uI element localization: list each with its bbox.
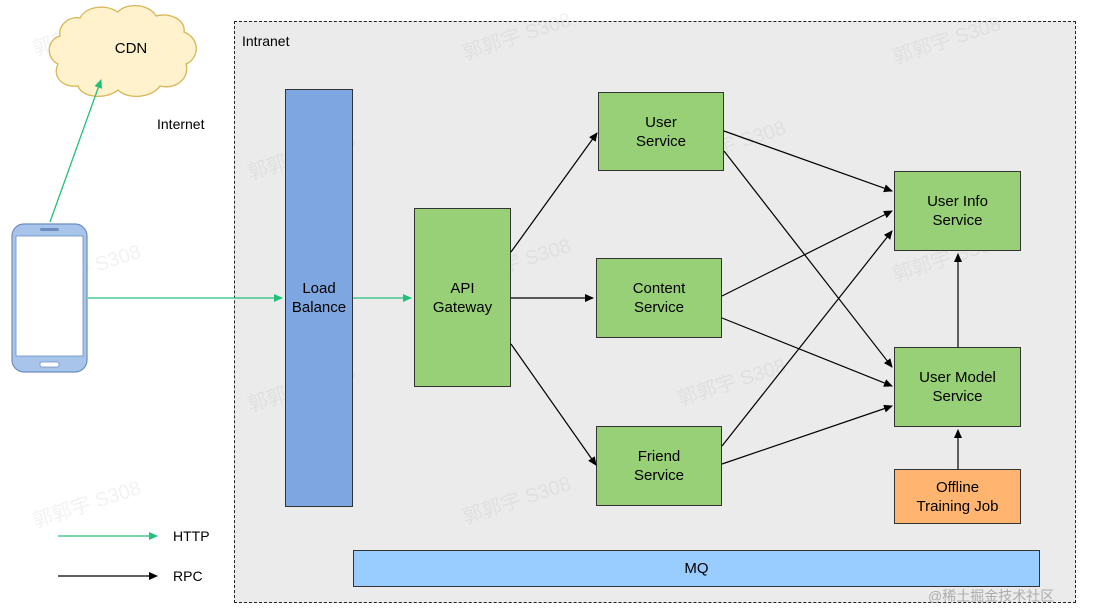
phone-icon [11, 223, 88, 373]
user-service-node: User Service [598, 92, 724, 171]
legend-rpc-label: RPC [173, 568, 203, 584]
friend-service-node: Friend Service [596, 426, 722, 506]
rpc-arrow-gateway-friend [510, 343, 597, 466]
api-gateway-node: API Gateway [414, 208, 511, 387]
cdn-label: CDN [115, 40, 148, 57]
rpc-arrow-friend-userinfo [721, 230, 893, 447]
rpc-arrow-content-usermodel [721, 317, 893, 387]
rpc-arrow-friend-usermodel [721, 404, 893, 465]
rpc-arrow-user-userinfo [723, 130, 893, 193]
http-arrow-phone-cdn [49, 79, 103, 223]
intranet-label: Intranet [242, 33, 290, 49]
footer-watermark: @稀土掘金技术社区 [928, 588, 1055, 604]
cdn-cloud: CDN [48, 5, 197, 97]
rpc-arrow-gateway-user [510, 132, 598, 253]
user-model-service-node: User Model Service [894, 347, 1021, 427]
mq-node: MQ [353, 550, 1040, 587]
load-balance-node: Load Balance [285, 89, 353, 507]
content-service-node: Content Service [596, 258, 722, 338]
user-info-service-node: User Info Service [894, 171, 1021, 251]
rpc-arrow-user-usermodel [723, 150, 893, 368]
legend-http-label: HTTP [173, 528, 210, 544]
internet-label: Internet [157, 116, 205, 132]
rpc-arrow-content-userinfo [721, 210, 893, 297]
offline-training-job-node: Offline Training Job [894, 469, 1021, 524]
